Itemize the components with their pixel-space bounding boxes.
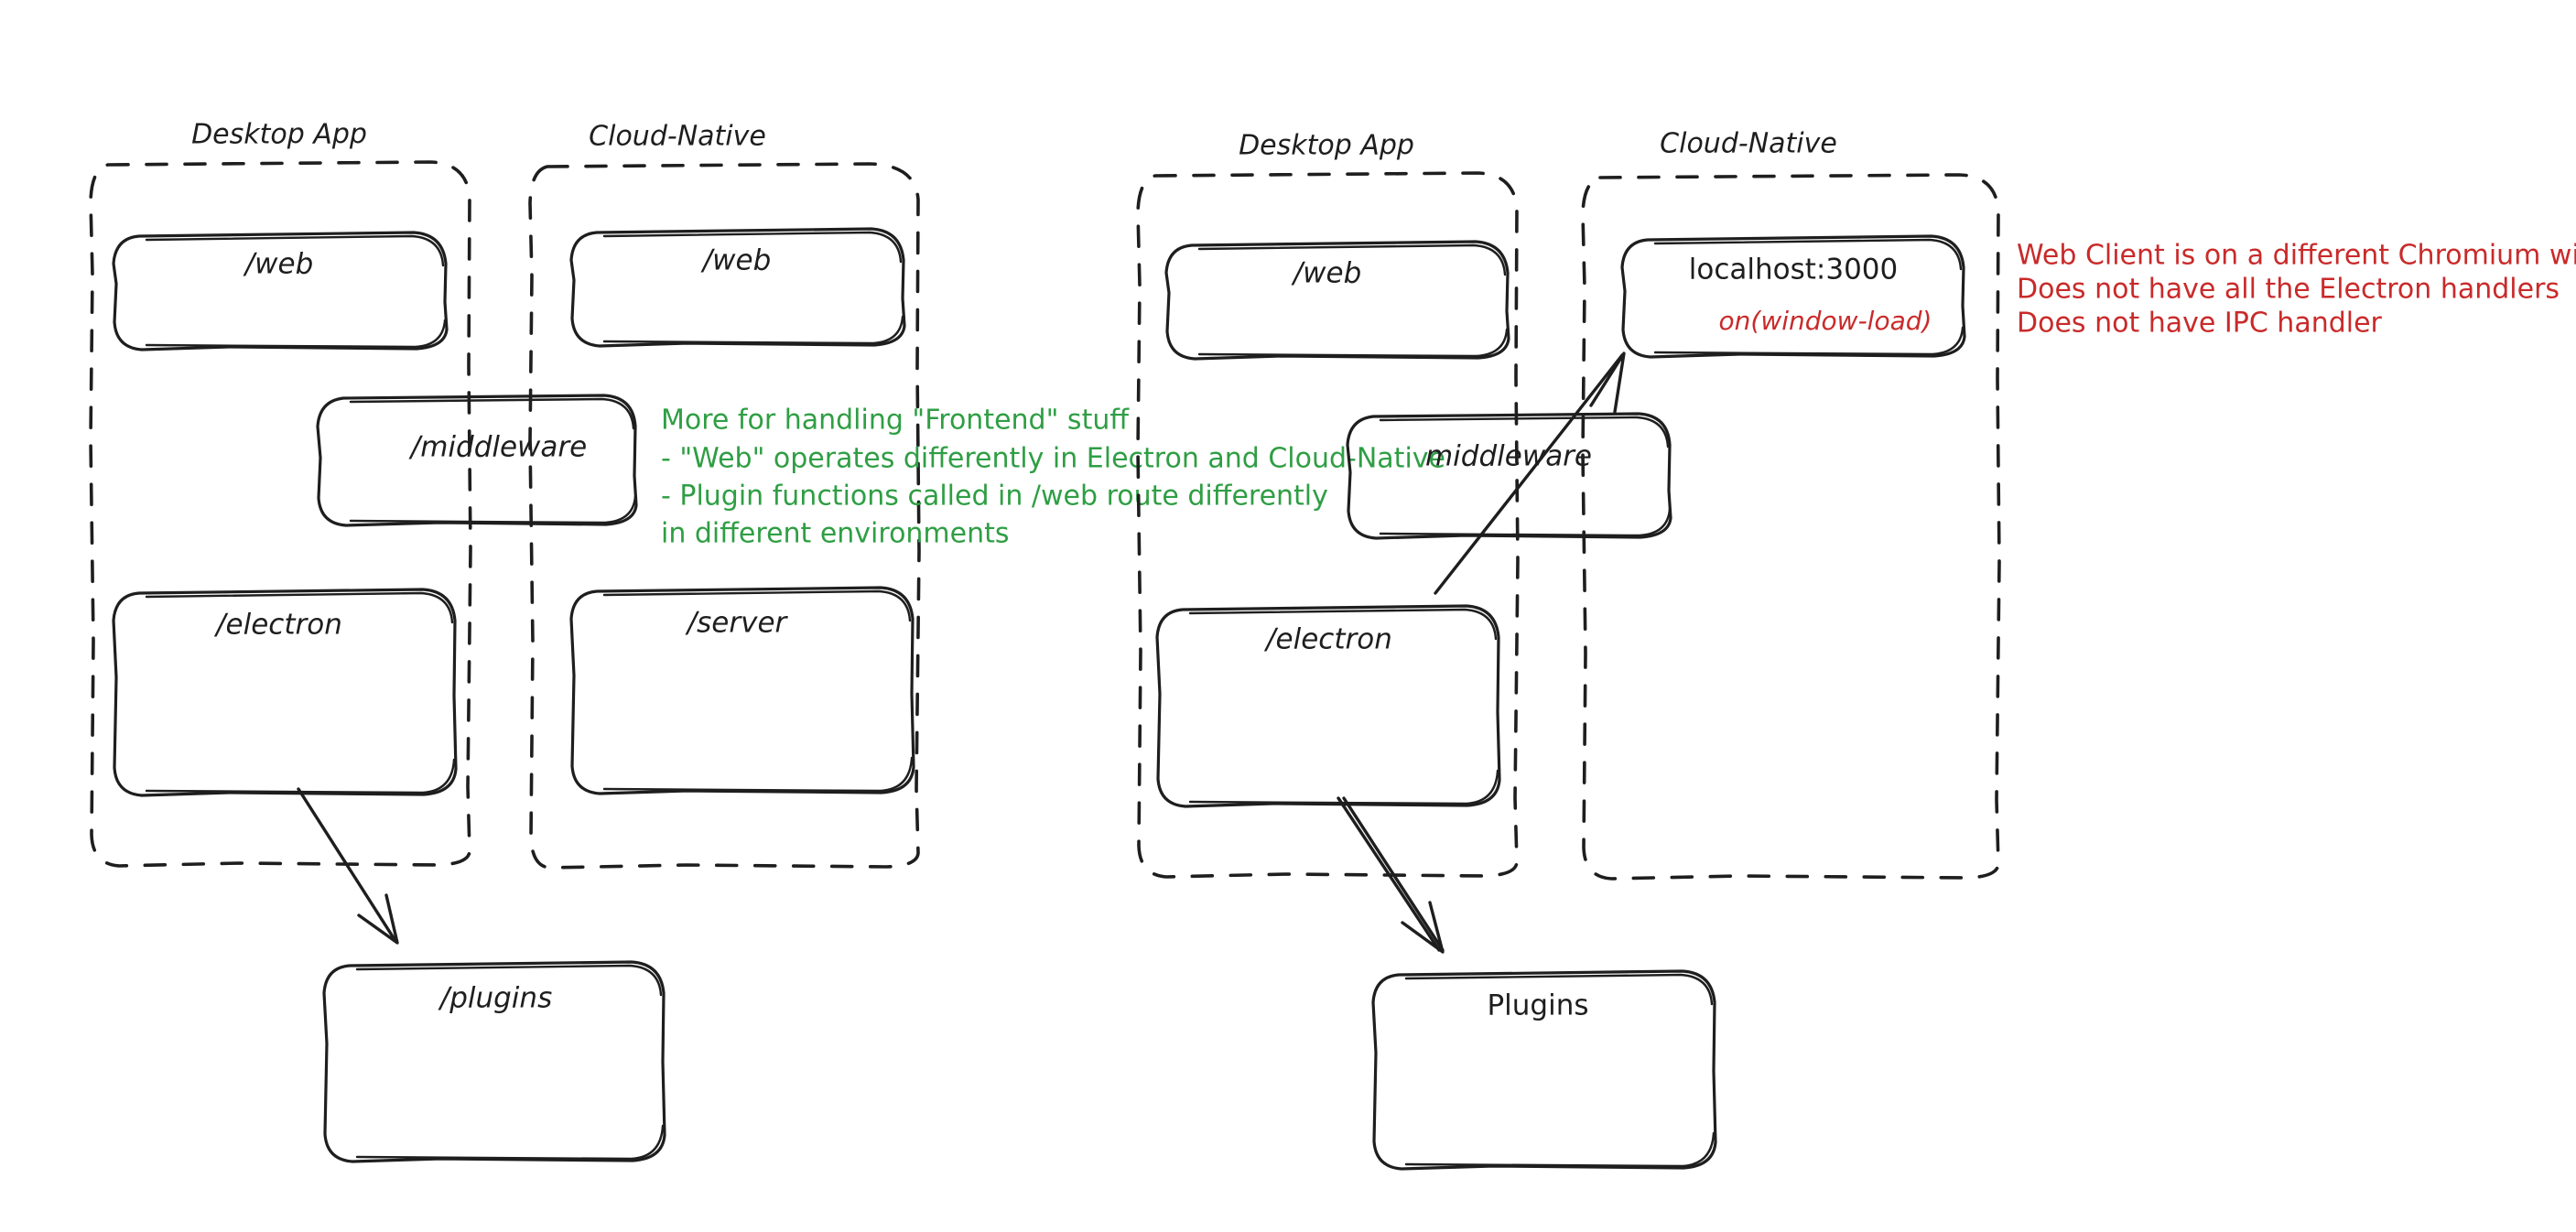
box-outline-sketch-overlay	[602, 589, 914, 793]
box-label: Plugins	[1487, 989, 1588, 1022]
arrow-head	[1401, 901, 1445, 954]
box-label: localhost:3000	[1689, 254, 1899, 286]
arrow-shaft	[1434, 353, 1624, 595]
box-outline-sketch-overlay	[145, 234, 447, 349]
box-outline-sketch-overlay	[1188, 608, 1499, 805]
group-title-left-desktop-app: Desktop App	[191, 119, 367, 151]
box-label: /server	[685, 607, 789, 640]
note-red-line-1: Web Client is on a different Chromium wi…	[2017, 240, 2576, 272]
box-outline-sketch-overlay	[1379, 416, 1672, 537]
note-green-line-3: - Plugin functions called in /web route …	[661, 481, 1328, 513]
box-outline	[1155, 604, 1501, 808]
box-left-desktop-web[interactable]: /web	[112, 231, 449, 351]
box-outline	[569, 227, 906, 348]
box-label: /web	[1291, 257, 1362, 290]
group-left-desktop-app[interactable]: Desktop App	[89, 119, 472, 868]
note-green-line-4: in different environments	[661, 518, 1010, 550]
group-title-left-cloud-native: Cloud-Native	[589, 121, 766, 153]
group-title-right-cloud-native: Cloud-Native	[1660, 128, 1837, 160]
box-right-plugins[interactable]: Plugins	[1371, 969, 1717, 1171]
arrow-left-electron-to-plugins	[297, 787, 399, 945]
box-outline	[1346, 412, 1672, 540]
box-right-localhost[interactable]: localhost:3000 on(window-load)	[1620, 234, 1966, 359]
box-outline	[112, 588, 458, 797]
group-right-cloud-native[interactable]: Cloud-Native	[1581, 128, 2001, 881]
box-outline-sketch-overlay	[145, 591, 456, 794]
box-label: /electron	[1263, 623, 1392, 656]
note-green-line-1: More for handling "Frontend" stuff	[661, 405, 1130, 437]
box-left-electron[interactable]: /electron	[112, 588, 458, 797]
dashed-container-outline	[89, 160, 472, 868]
box-outline-sketch-overlay	[1197, 243, 1509, 358]
box-outline-sketch-overlay	[1653, 238, 1964, 356]
dashed-container-outline	[1136, 171, 1520, 879]
box-outline-sketch-overlay	[602, 231, 904, 345]
note-red-right: Web Client is on a different Chromium wi…	[2017, 240, 2576, 340]
arrow-shaft-double	[1342, 796, 1445, 952]
box-outline	[1164, 240, 1510, 361]
group-left-cloud-native[interactable]: Cloud-Native	[528, 121, 921, 870]
box-label: /middleware	[408, 431, 587, 464]
note-red-line-3: Does not have IPC handler	[2017, 308, 2383, 340]
box-outline-sketch-overlay	[355, 964, 665, 1161]
dashed-container-outline	[528, 162, 921, 870]
note-green-left: More for handling "Frontend" stuff - "We…	[661, 405, 1445, 550]
note-green-line-2: - "Web" operates differently in Electron…	[661, 443, 1445, 475]
box-label: /web	[700, 244, 772, 277]
box-right-middleware[interactable]: middleware	[1346, 412, 1672, 540]
box-sublabel: on(window-load)	[1719, 306, 1932, 336]
box-outline	[569, 586, 915, 795]
box-outline	[1371, 969, 1717, 1171]
box-label: middleware	[1425, 440, 1592, 473]
group-title-right-desktop-app: Desktop App	[1239, 130, 1414, 162]
box-left-server[interactable]: /server	[569, 586, 915, 795]
box-right-desktop-web[interactable]: /web	[1164, 240, 1510, 361]
arrow-head	[1589, 351, 1626, 414]
box-outline-sketch-overlay	[1404, 973, 1716, 1168]
box-outline	[112, 231, 449, 351]
box-label: /web	[243, 248, 314, 281]
arrow-right-electron-to-plugins	[1337, 796, 1445, 954]
box-left-plugins[interactable]: /plugins	[322, 960, 666, 1163]
box-label: /electron	[213, 609, 342, 642]
box-outline	[1620, 234, 1966, 359]
dashed-container-outline	[1581, 173, 2001, 881]
arrow-right-electron-to-localhost	[1434, 351, 1626, 595]
box-left-cloud-web[interactable]: /web	[569, 227, 906, 348]
box-outline	[316, 394, 638, 527]
box-label: /plugins	[438, 982, 552, 1015]
arrow-shaft	[297, 787, 397, 943]
box-outline	[322, 960, 666, 1163]
group-right-desktop-app[interactable]: Desktop App	[1136, 130, 1520, 879]
box-left-middleware[interactable]: /middleware	[316, 394, 638, 527]
note-red-line-2: Does not have all the Electron handlers	[2017, 274, 2560, 306]
arrow-shaft	[1337, 796, 1441, 952]
box-right-electron[interactable]: /electron	[1155, 604, 1501, 808]
box-outline-sketch-overlay	[349, 397, 637, 524]
arrow-head	[357, 893, 399, 945]
